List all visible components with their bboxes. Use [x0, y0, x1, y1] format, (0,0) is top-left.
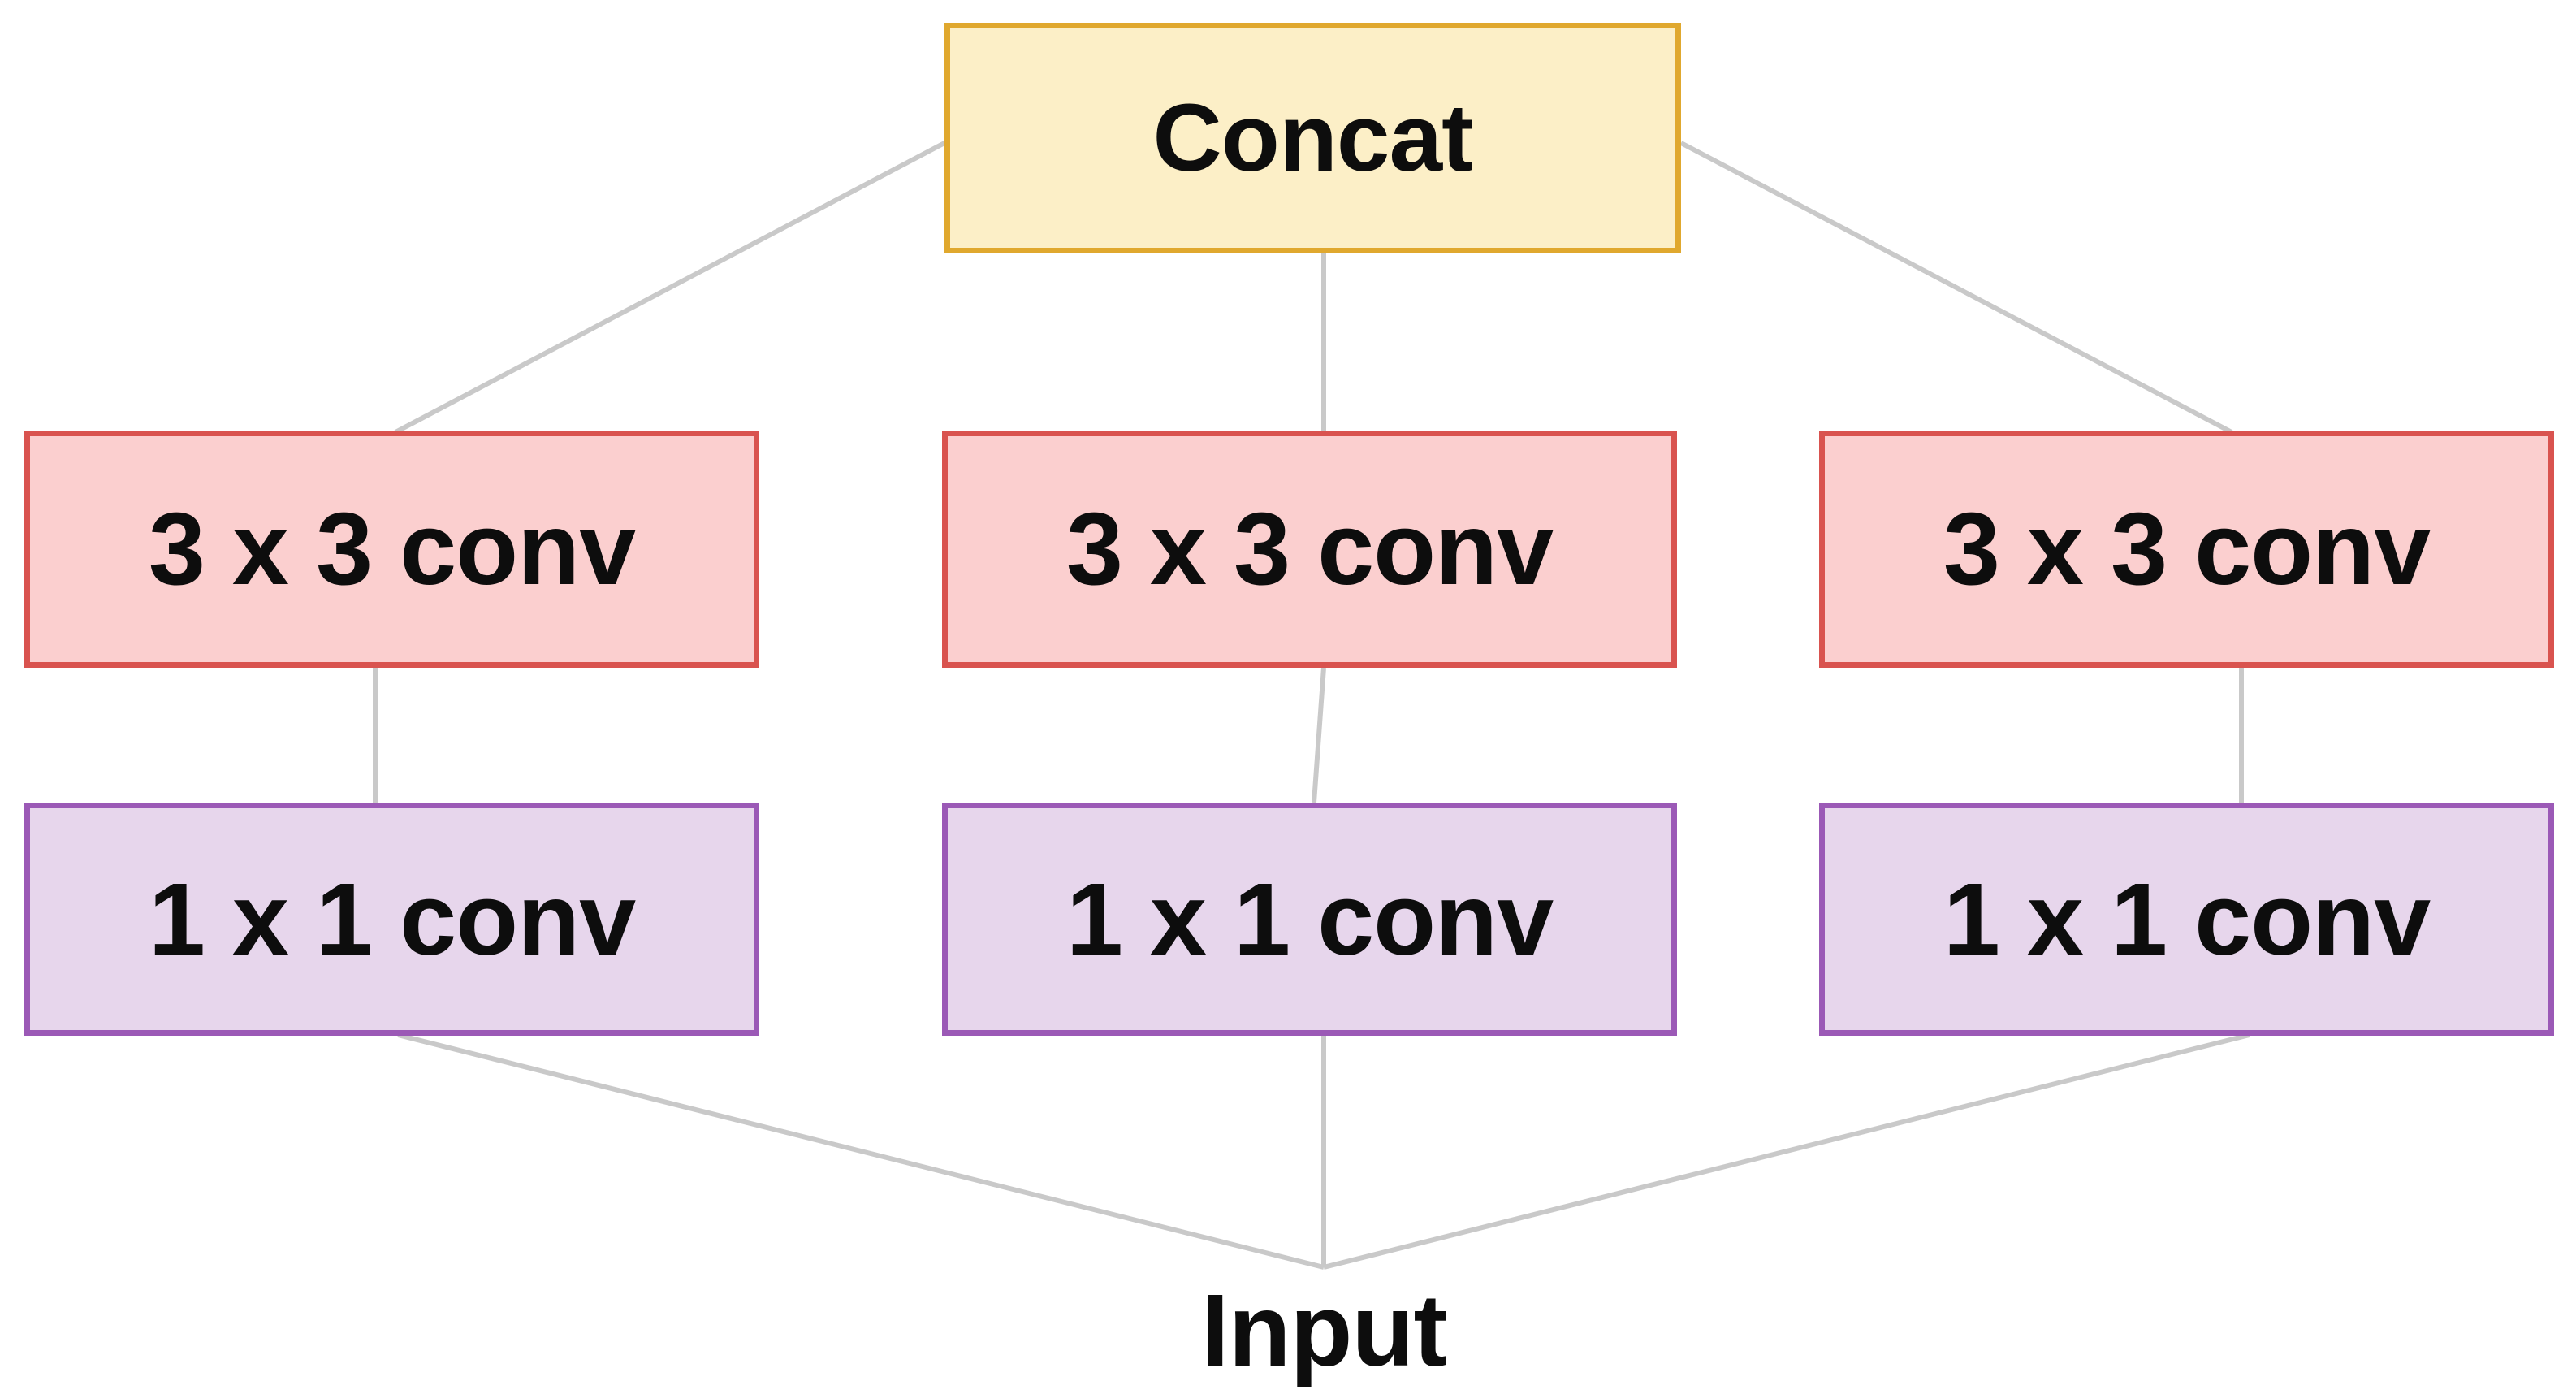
node-conv1-right-label: 1 x 1 conv [1943, 861, 2431, 976]
node-conv3-left-label: 3 x 3 conv [148, 491, 636, 606]
node-conv1-left[interactable]: 1 x 1 conv [24, 803, 759, 1036]
edge-conv3-left-to-concat [394, 141, 946, 435]
node-conv3-left[interactable]: 3 x 3 conv [24, 431, 759, 668]
node-conv3-middle[interactable]: 3 x 3 conv [942, 431, 1677, 668]
node-concat[interactable]: Concat [944, 23, 1681, 253]
node-conv1-left-label: 1 x 1 conv [148, 861, 636, 976]
node-conv1-middle[interactable]: 1 x 1 conv [942, 803, 1677, 1036]
node-conv3-right-label: 3 x 3 conv [1943, 491, 2431, 606]
edge-conv1-middle-to-conv3-middle [1312, 667, 1326, 803]
edge-conv3-right-to-concat [1679, 141, 2233, 435]
node-conv1-right[interactable]: 1 x 1 conv [1819, 803, 2554, 1036]
node-conv1-middle-label: 1 x 1 conv [1065, 861, 1554, 976]
edge-input-to-conv1-right [1323, 1033, 2250, 1270]
node-concat-label: Concat [1152, 84, 1474, 192]
node-conv3-right[interactable]: 3 x 3 conv [1819, 431, 2554, 668]
node-input-label: Input [1200, 1273, 1448, 1388]
node-conv3-middle-label: 3 x 3 conv [1065, 491, 1554, 606]
edge-input-to-conv1-left [397, 1033, 1325, 1270]
